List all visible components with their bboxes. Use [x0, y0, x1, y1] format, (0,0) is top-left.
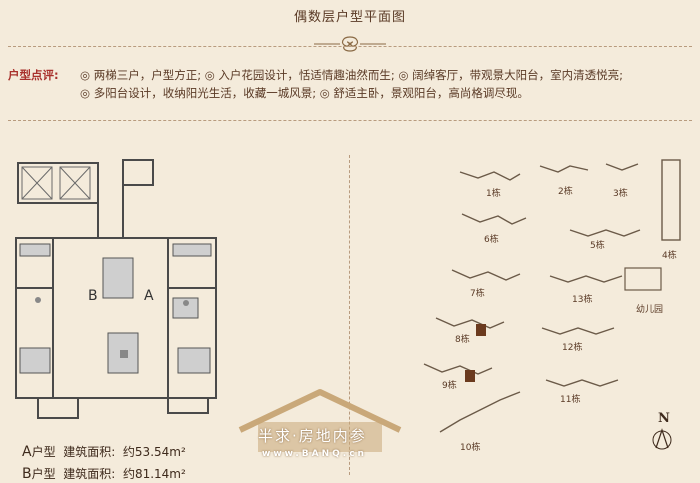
top-divider	[8, 46, 692, 47]
ornament-icon	[314, 36, 386, 52]
building-label: 2栋	[558, 185, 573, 197]
building-label: 6栋	[484, 233, 499, 245]
building-label: 13栋	[572, 293, 592, 305]
review-item: ◎ 舒适主卧，景观阳台，高尚格调尽现。	[319, 86, 529, 100]
building-label: 12栋	[562, 341, 582, 353]
review-label: 户型点评:	[8, 68, 59, 82]
review-item: ◎ 入户花园设计，恬适情趣油然而生;	[204, 68, 395, 82]
bottom-divider	[8, 120, 692, 121]
area-label: 建筑面积:	[63, 467, 116, 481]
kindergarten-label: 幼儿园	[636, 303, 663, 315]
building-label: 11栋	[560, 393, 580, 405]
unit-b-info: B户型 建筑面积: 约81.14m²	[22, 465, 186, 482]
unit-a-info: A户型 建筑面积: 约53.54m²	[22, 443, 186, 460]
review-text: ◎ 两梯三户，户型方正; ◎ 入户花园设计，恬适情趣油然而生; ◎ 阔绰客厅，带…	[80, 66, 696, 102]
unit-type-letter: A	[22, 444, 32, 460]
floor-plan: B A	[15, 159, 217, 419]
building-label: 8栋	[455, 333, 470, 345]
building-label: 1栋	[486, 187, 501, 199]
watermark-house-icon	[238, 389, 402, 452]
area-value: 约53.54m²	[122, 445, 186, 459]
review-item: ◎ 多阳台设计，收纳阳光生活，收藏一城风景;	[80, 86, 317, 100]
review-item: ◎ 阔绰客厅，带观景大阳台，室内清透悦亮;	[398, 68, 624, 82]
building-label: 10栋	[460, 441, 480, 453]
building-label: 5栋	[590, 239, 605, 251]
site-plan: 1栋 2栋 3栋 4栋 5栋 6栋 7栋 8栋 9栋 10栋 11栋 12栋 1…	[423, 159, 681, 453]
area-value: 约81.14m²	[122, 467, 186, 481]
watermark-url: www.BANQ.cn	[262, 449, 367, 459]
area-label: 建筑面积:	[63, 445, 116, 459]
plan-label-a: A	[144, 288, 154, 304]
compass-icon	[652, 428, 672, 450]
review-item: ◎ 两梯三户，户型方正;	[80, 68, 202, 82]
watermark-text: 半求·房地内参	[258, 427, 367, 445]
building-label: 7栋	[470, 287, 485, 299]
north-label: N	[658, 411, 670, 426]
building-label: 9栋	[442, 379, 457, 391]
unit-type-suffix: 户型	[31, 445, 56, 459]
plan-label-b: B	[88, 288, 98, 304]
page-title: 偶数层户型平面图	[293, 10, 406, 25]
building-label: 3栋	[613, 187, 628, 199]
vertical-divider	[349, 155, 350, 475]
building-label: 4栋	[662, 249, 677, 261]
unit-type-letter: B	[22, 466, 32, 482]
unit-type-suffix: 户型	[31, 467, 56, 481]
